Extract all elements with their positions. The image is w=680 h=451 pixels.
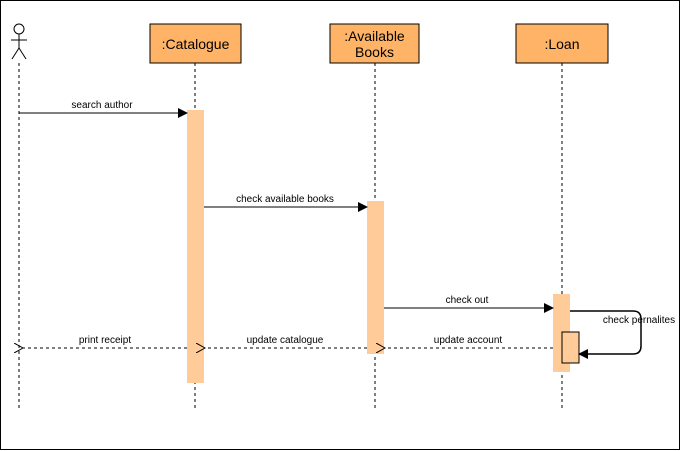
lifeline-title-available-books-line1: :Available <box>344 28 405 44</box>
lifeline-title-catalogue: :Catalogue <box>162 36 230 52</box>
message-label-check-available-books: check available books <box>236 194 334 205</box>
lifeline-header-catalogue <box>149 23 242 64</box>
message-label-print-receipt: print receipt <box>79 335 131 346</box>
message-arrow-check-pernalites <box>570 310 642 359</box>
lifeline-header-loan <box>515 23 609 64</box>
message-label-check-pernalites: check pernalites <box>603 315 675 326</box>
actor-stick-figure-icon <box>11 23 27 60</box>
activation-bar-catalogue <box>187 110 204 383</box>
lifeline-title-available-books-line2: Books <box>355 44 394 60</box>
lifeline-header-available-books <box>329 23 420 64</box>
message-label-search-author: search author <box>71 100 133 111</box>
activation-bar-available-books <box>367 201 384 354</box>
message-label-update-account: update account <box>434 335 503 346</box>
message-label-check-out: check out <box>446 295 489 306</box>
lifeline-title-loan: :Loan <box>544 36 579 52</box>
activation-bar-loan-nested <box>561 331 580 364</box>
message-label-update-catalogue: update catalogue <box>247 335 324 346</box>
